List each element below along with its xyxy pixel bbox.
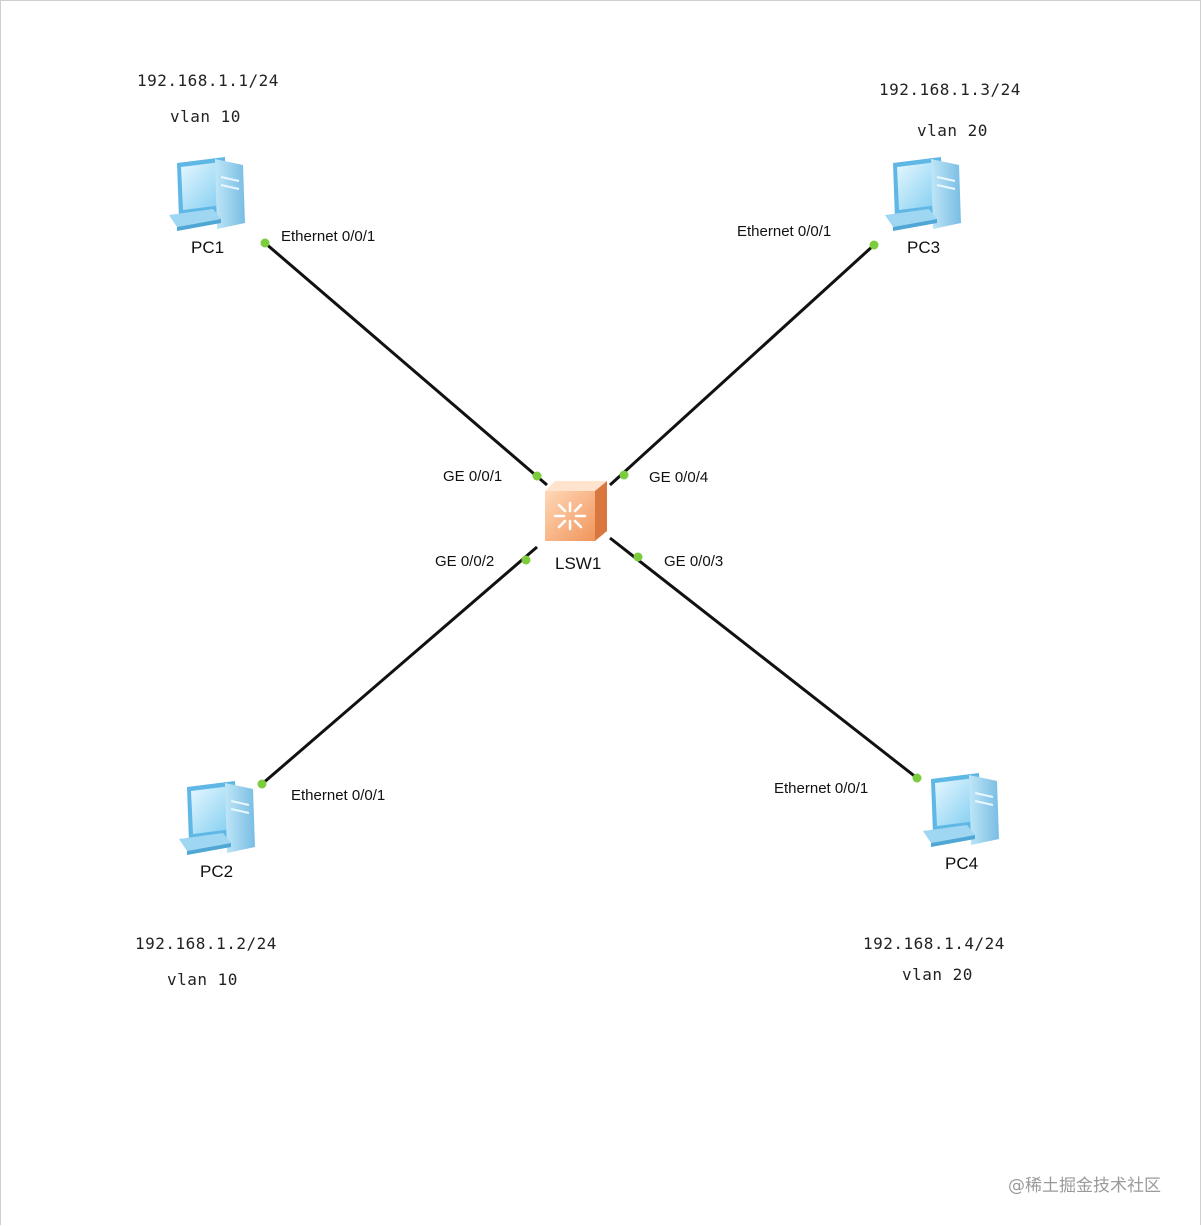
- port-up-indicator: [260, 238, 270, 248]
- pc4-ip-label: 192.168.1.4/24: [863, 934, 1005, 953]
- pc1-icon[interactable]: [168, 156, 246, 232]
- pc4-vlan-label: vlan 20: [902, 965, 973, 984]
- pc3-ip-label: 192.168.1.3/24: [879, 80, 1021, 99]
- pc2-ip-label: 192.168.1.2/24: [135, 934, 277, 953]
- link-pc2: [261, 545, 538, 786]
- port-up-indicator: [912, 773, 922, 783]
- port-up-indicator: [257, 779, 267, 789]
- watermark: @稀土掘金技术社区: [1008, 1176, 1161, 1196]
- pc3-vlan-label: vlan 20: [917, 121, 988, 140]
- pc2-name: PC2: [200, 862, 233, 881]
- pc3-port-label: Ethernet 0/0/1: [737, 223, 831, 240]
- switch-name: LSW1: [555, 554, 601, 573]
- switch-port-ge002-label: GE 0/0/2: [435, 553, 494, 570]
- pc4-name: PC4: [945, 854, 978, 873]
- pc1-ip-label: 192.168.1.1/24: [137, 71, 279, 90]
- link-pc4: [609, 536, 918, 780]
- port-up-indicator: [869, 240, 879, 250]
- pc2-vlan-label: vlan 10: [167, 970, 238, 989]
- switch-port-ge001-label: GE 0/0/1: [443, 468, 502, 485]
- switch-icon[interactable]: [545, 481, 607, 541]
- link-pc3: [608, 243, 876, 487]
- port-up-indicator: [619, 470, 629, 480]
- port-up-indicator: [521, 555, 531, 565]
- pc1-name: PC1: [191, 238, 224, 257]
- switch-port-ge003-label: GE 0/0/3: [664, 553, 723, 570]
- port-up-indicator: [633, 552, 643, 562]
- pc1-port-label: Ethernet 0/0/1: [281, 228, 375, 245]
- switch-port-ge004-label: GE 0/0/4: [649, 469, 708, 486]
- pc3-icon[interactable]: [884, 156, 962, 232]
- pc3-name: PC3: [907, 238, 940, 257]
- pc2-port-label: Ethernet 0/0/1: [291, 787, 385, 804]
- pc1-vlan-label: vlan 10: [170, 107, 241, 126]
- pc4-port-label: Ethernet 0/0/1: [774, 780, 868, 797]
- link-pc1: [264, 241, 548, 487]
- port-up-indicator: [532, 471, 542, 481]
- pc2-icon[interactable]: [178, 780, 256, 856]
- pc4-icon[interactable]: [922, 772, 1000, 848]
